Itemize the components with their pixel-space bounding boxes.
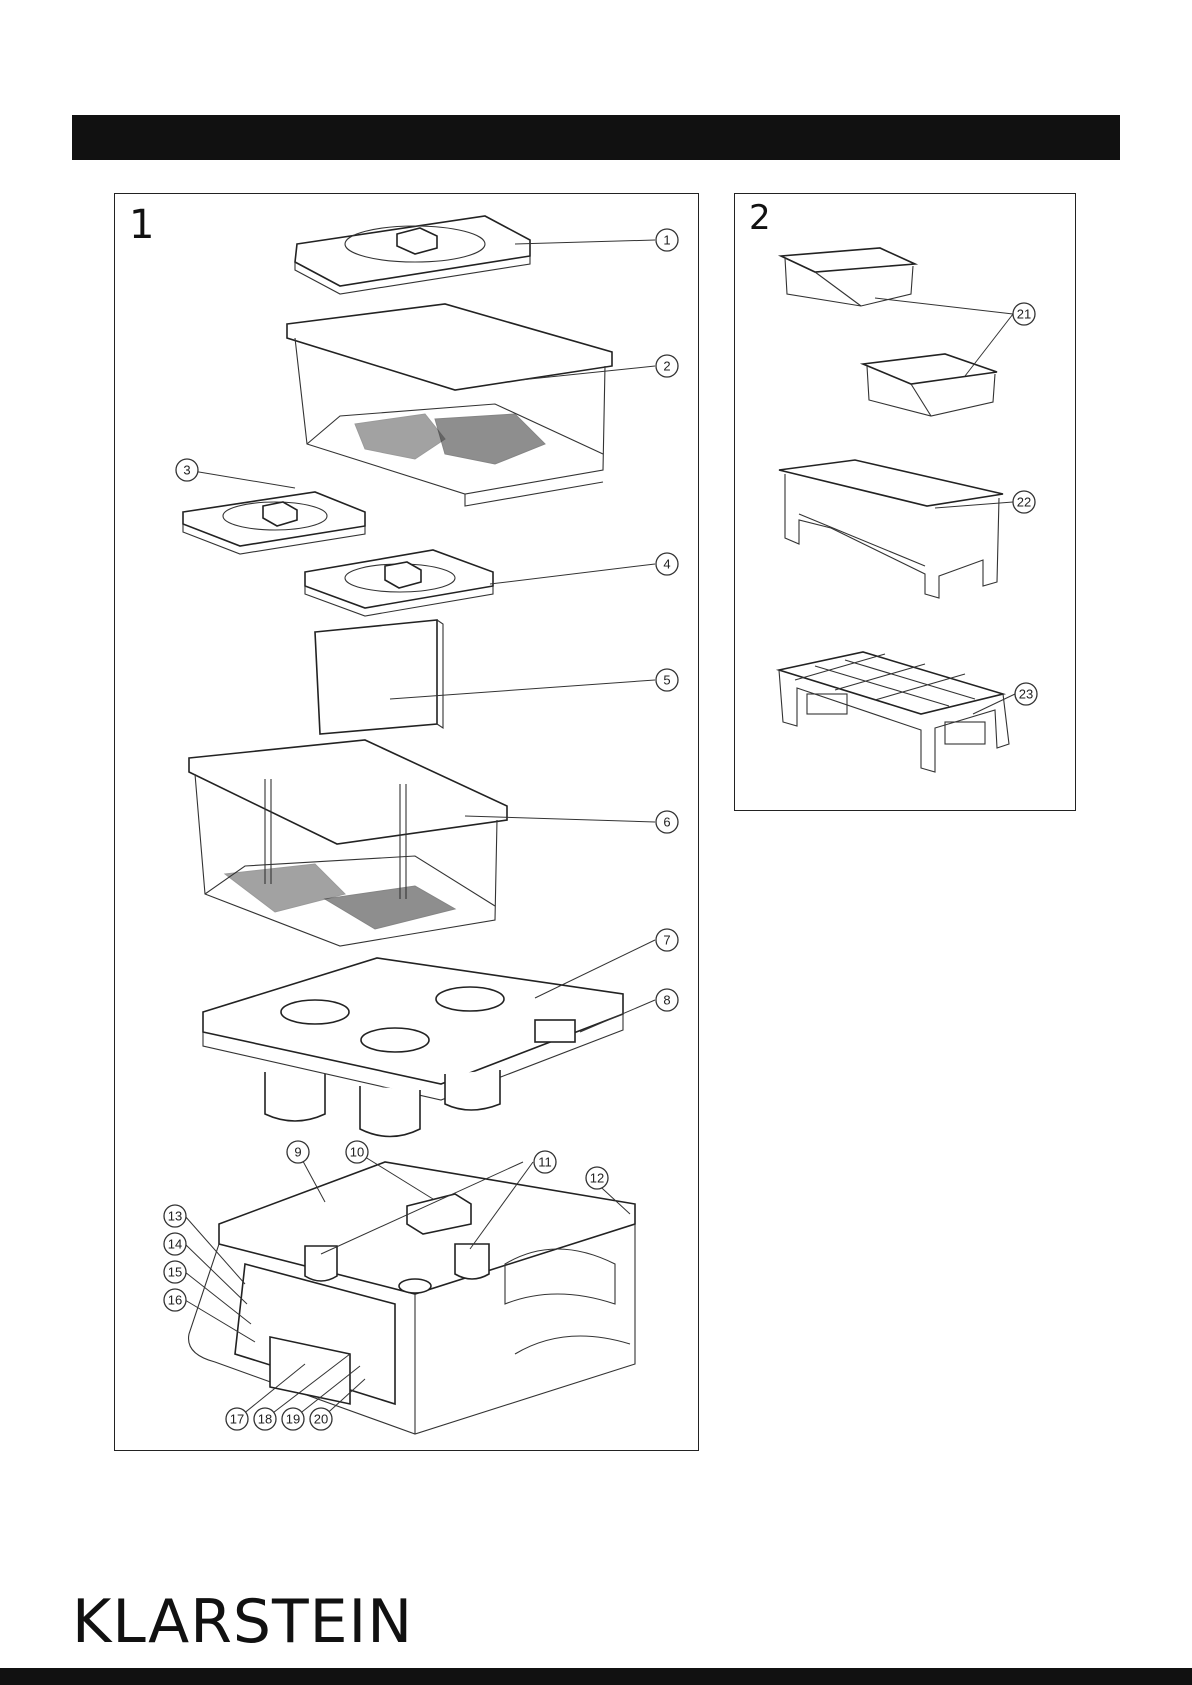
callout-13: 13 xyxy=(164,1205,186,1227)
callout-18: 18 xyxy=(254,1408,276,1430)
svg-text:16: 16 xyxy=(168,1293,182,1308)
svg-text:5: 5 xyxy=(663,673,670,688)
part-3-small-lid xyxy=(183,492,365,554)
svg-text:10: 10 xyxy=(350,1145,364,1160)
svg-text:23: 23 xyxy=(1019,687,1033,702)
callout-16: 16 xyxy=(164,1289,186,1311)
svg-text:3: 3 xyxy=(183,463,190,478)
svg-text:2: 2 xyxy=(663,359,670,374)
part-2-upper-basket xyxy=(287,304,612,506)
callout-10: 10 xyxy=(346,1141,368,1163)
footer-bar xyxy=(0,1668,1192,1685)
callout-19: 19 xyxy=(282,1408,304,1430)
svg-text:14: 14 xyxy=(168,1237,182,1252)
callout-8: 8 xyxy=(656,989,678,1011)
svg-text:20: 20 xyxy=(314,1412,328,1427)
part-22-pan xyxy=(779,460,1003,598)
callout-1: 1 xyxy=(656,229,678,251)
svg-text:4: 4 xyxy=(663,557,670,572)
figure-1-panel: 1 xyxy=(114,193,699,1451)
callout-5: 5 xyxy=(656,669,678,691)
callout-7: 7 xyxy=(656,929,678,951)
brand-logo: KLARSTEIN xyxy=(72,1592,413,1652)
callout-2: 2 xyxy=(656,355,678,377)
callout-21: 21 xyxy=(1013,303,1035,325)
part-6-lower-basket xyxy=(189,740,507,946)
part-5-divider xyxy=(315,620,443,734)
part-7-water-tray xyxy=(203,958,623,1137)
callout-14: 14 xyxy=(164,1233,186,1255)
callout-17: 17 xyxy=(226,1408,248,1430)
svg-text:7: 7 xyxy=(663,933,670,948)
figure-1-drawing: 1 2 3 4 5 6 7 8 9 10 11 12 13 14 15 16 1… xyxy=(115,194,700,1452)
svg-text:8: 8 xyxy=(663,993,670,1008)
callout-9: 9 xyxy=(287,1141,309,1163)
callout-6: 6 xyxy=(656,811,678,833)
part-21-bowl-large xyxy=(781,248,915,306)
svg-text:13: 13 xyxy=(168,1209,182,1224)
svg-text:18: 18 xyxy=(258,1412,272,1427)
callout-11: 11 xyxy=(534,1151,556,1173)
figure-2-drawing: 21 22 23 xyxy=(735,194,1077,812)
svg-text:21: 21 xyxy=(1017,307,1031,322)
svg-text:12: 12 xyxy=(590,1171,604,1186)
svg-text:19: 19 xyxy=(286,1412,300,1427)
base-unit xyxy=(189,1162,635,1434)
part-23-rack xyxy=(779,652,1009,772)
figure-2-panel: 2 21 22 2 xyxy=(734,193,1076,811)
callout-20: 20 xyxy=(310,1408,332,1430)
header-bar xyxy=(72,115,1120,160)
svg-text:22: 22 xyxy=(1017,495,1031,510)
callout-22: 22 xyxy=(1013,491,1035,513)
callout-23: 23 xyxy=(1015,683,1037,705)
svg-text:9: 9 xyxy=(294,1145,301,1160)
svg-text:6: 6 xyxy=(663,815,670,830)
part-21-bowl-small xyxy=(863,354,997,416)
part-4-small-lid xyxy=(305,550,493,616)
svg-text:15: 15 xyxy=(168,1265,182,1280)
callout-12: 12 xyxy=(586,1167,608,1189)
callout-3: 3 xyxy=(176,459,198,481)
part-1-lid xyxy=(295,216,530,294)
svg-text:1: 1 xyxy=(663,233,670,248)
callout-15: 15 xyxy=(164,1261,186,1283)
callout-4: 4 xyxy=(656,553,678,575)
svg-text:17: 17 xyxy=(230,1412,244,1427)
svg-text:11: 11 xyxy=(538,1155,552,1170)
